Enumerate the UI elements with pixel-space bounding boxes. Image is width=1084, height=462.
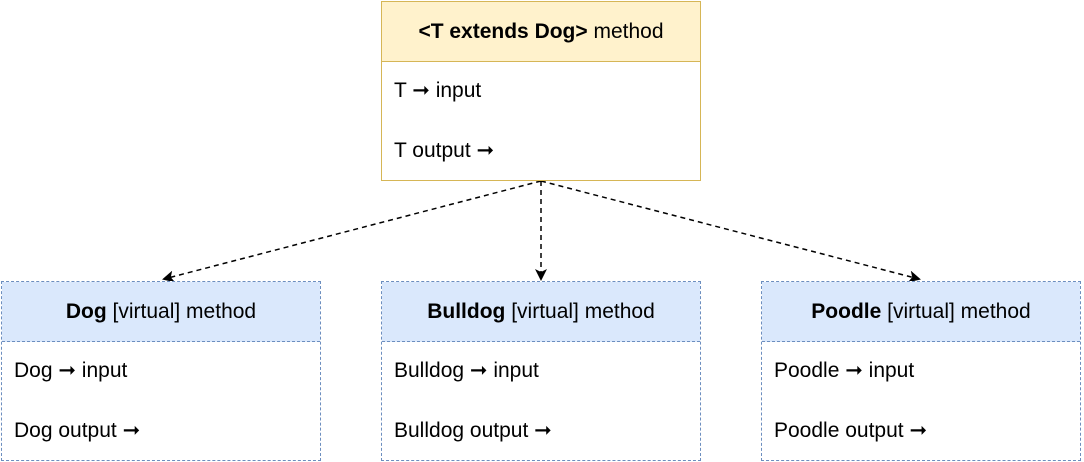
poodle-output-row: Poodle output ➞ xyxy=(774,419,928,442)
arrow-to-dog xyxy=(162,180,542,283)
dog-method-title: Dog [virtual] method xyxy=(2,282,320,342)
generic-output-row: T output ➞ xyxy=(394,139,495,162)
generic-input-row: T ➞ input xyxy=(394,79,482,102)
poodle-method-box: Poodle [virtual] method Poodle ➞ input P… xyxy=(761,281,1081,461)
poodle-method-title: Poodle [virtual] method xyxy=(762,282,1080,342)
bulldog-method-title: Bulldog [virtual] method xyxy=(382,282,700,342)
dog-input-row: Dog ➞ input xyxy=(14,359,128,382)
generic-method-box: <T extends Dog> method T ➞ input T outpu… xyxy=(381,1,701,181)
bulldog-input-row: Bulldog ➞ input xyxy=(394,359,539,382)
dog-method-box: Dog [virtual] method Dog ➞ input Dog out… xyxy=(1,281,321,461)
poodle-method-label: [virtual] method xyxy=(881,299,1031,323)
dog-method-label: [virtual] method xyxy=(106,299,257,323)
dog-output-row: Dog output ➞ xyxy=(14,419,141,442)
bulldog-method-box: Bulldog [virtual] method Bulldog ➞ input… xyxy=(381,281,701,461)
bulldog-class-name: Bulldog xyxy=(427,299,506,323)
generic-method-title: <T extends Dog> method xyxy=(382,2,700,62)
poodle-class-name: Poodle xyxy=(811,299,882,323)
generic-method-label: method xyxy=(587,19,664,43)
poodle-input-row: Poodle ➞ input xyxy=(774,359,915,382)
bulldog-output-row: Bulldog output ➞ xyxy=(394,419,552,442)
dog-class-name: Dog xyxy=(65,299,107,323)
generic-type-bound: <T extends Dog> xyxy=(418,19,588,43)
arrow-to-poodle xyxy=(540,180,921,283)
bulldog-method-label: [virtual] method xyxy=(505,299,655,323)
